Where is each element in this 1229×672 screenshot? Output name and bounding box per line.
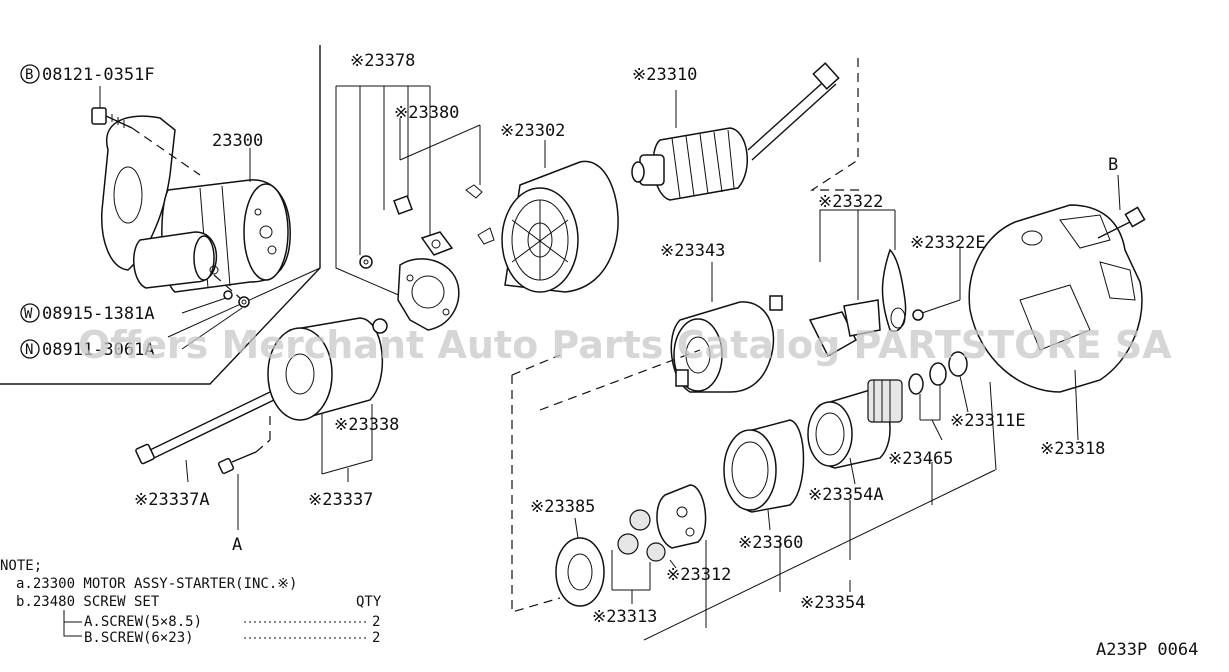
part-23312: ※23312	[666, 565, 731, 585]
lever-drawing	[808, 209, 961, 358]
part-23354A: ※23354A	[808, 485, 884, 505]
note-screw-b-qty: 2	[372, 630, 380, 646]
motor-assembly-drawing	[91, 107, 291, 308]
housing-drawing	[968, 174, 1146, 441]
part-23300: 23300	[212, 131, 263, 151]
washer-callout: W 08915-1381A	[20, 297, 227, 324]
note-screw-a-qty: 2	[372, 614, 380, 630]
part-23465: ※23465	[888, 449, 953, 469]
note-a: a.23300 MOTOR ASSY-STARTER(INC.※)	[16, 576, 297, 592]
internal-gear-drawing	[723, 419, 805, 531]
part-bolt-08121-0351F: 08121-0351F	[42, 65, 155, 85]
nut-callout: N 08911-3061A	[20, 307, 243, 360]
part-23354: ※23354	[800, 593, 865, 613]
part-23360: ※23360	[738, 533, 803, 553]
note-screw-b: B.SCREW(6×23)	[84, 630, 194, 646]
note-b: b.23480 SCREW SET	[16, 594, 160, 610]
rings-drawing	[908, 351, 997, 471]
part-23322E: ※23322E	[910, 233, 986, 253]
note-screw-a: A.SCREW(5×8.5)	[84, 614, 202, 630]
notes-block: NOTE; a.23300 MOTOR ASSY-STARTER(INC.※) …	[0, 558, 382, 646]
part-23302: ※23302	[500, 121, 565, 141]
marker-a: A	[232, 535, 242, 555]
part-washer-08915-1381A: 08915-1381A	[42, 304, 155, 324]
end-cover-drawing	[135, 317, 388, 530]
part-nut-08911-3061A: 08911-3061A	[42, 340, 155, 360]
part-23343: ※23343	[660, 241, 725, 261]
part-23318: ※23318	[1040, 439, 1105, 459]
pinion-drawing	[807, 379, 903, 485]
armature-drawing	[631, 58, 860, 201]
brush-holder-drawing	[335, 85, 495, 331]
part-23313: ※23313	[592, 607, 657, 627]
part-23337A: ※23337A	[134, 490, 210, 510]
part-23338: ※23338	[334, 415, 399, 435]
marker-b: B	[1108, 155, 1118, 175]
watermark-text: Offers Merchant Auto Parts Catalog PARTS…	[78, 323, 1172, 367]
part-23385: ※23385	[530, 497, 595, 517]
circle-letter-n: N	[25, 342, 33, 358]
part-23311E: ※23311E	[950, 411, 1026, 431]
part-23378: ※23378	[350, 51, 415, 71]
assembly-brackets	[511, 349, 996, 641]
bolt-callout: B 08121-0351F	[20, 64, 155, 108]
circle-letter-b: B	[25, 67, 33, 83]
part-23322: ※23322	[818, 192, 883, 212]
solenoid-drawing	[670, 262, 783, 393]
planetary-drawing	[555, 484, 707, 607]
circle-letter-w: W	[24, 306, 33, 322]
figure-code: A233P 0064	[1096, 640, 1198, 660]
part-23337: ※23337	[308, 490, 373, 510]
yoke-drawing	[501, 140, 619, 293]
notes-heading: NOTE;	[0, 558, 42, 574]
part-23310: ※23310	[632, 65, 697, 85]
part-23380: ※23380	[394, 103, 459, 123]
note-qty-header: QTY	[356, 594, 382, 610]
